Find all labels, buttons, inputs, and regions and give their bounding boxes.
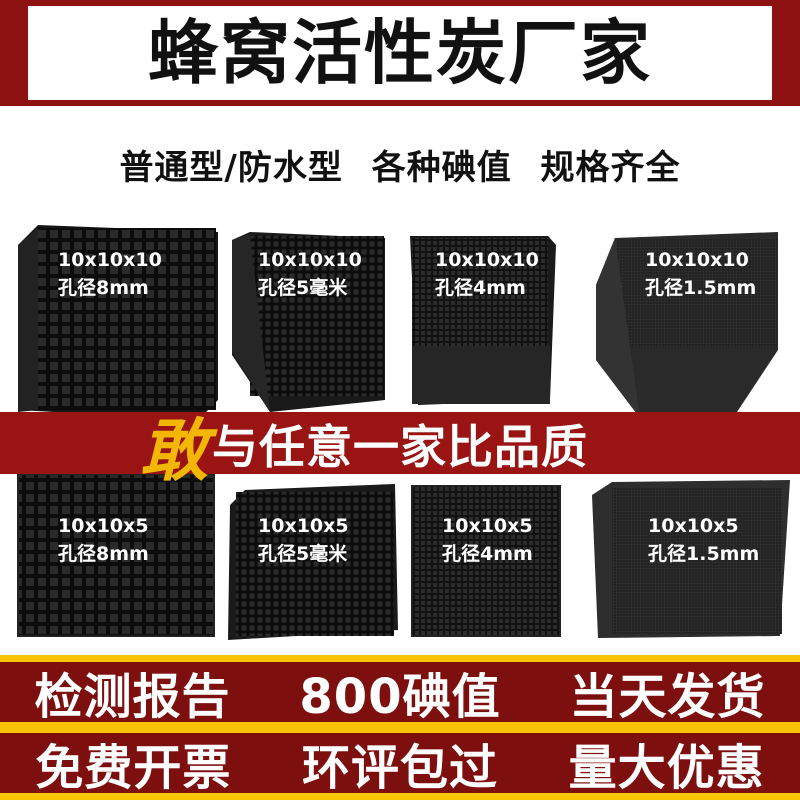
block-top-1 <box>18 225 218 420</box>
product-label-bottom-3: 10x10x5 孔径4mm <box>442 512 533 568</box>
footer-bulk-discount: 量大优惠 <box>568 740 765 796</box>
product-hole: 孔径1.5mm <box>648 543 760 565</box>
block-top-3 <box>410 236 556 405</box>
product-label-bottom-1: 10x10x5 孔径8mm <box>58 512 149 568</box>
product-size: 10x10x10 <box>258 249 362 271</box>
page-title: 蜂窝活性炭厂家 <box>148 12 652 94</box>
block-bottom-1 <box>17 473 215 637</box>
slogan-text: 与任意一家比品质 <box>212 420 589 474</box>
footer-iodine-value: 800碘值 <box>299 669 501 725</box>
product-label-top-1: 10x10x10 孔径8mm <box>58 246 162 302</box>
product-hole: 孔径1.5mm <box>645 277 757 299</box>
product-size: 10x10x10 <box>58 249 162 271</box>
subtitle-spec: 规格齐全 <box>540 148 681 188</box>
product-label-top-3: 10x10x10 孔径4mm <box>435 246 539 302</box>
block-bottom-3 <box>411 485 561 637</box>
header-title-box: 蜂窝活性炭厂家 <box>28 6 772 100</box>
product-size: 10x10x10 <box>645 249 749 271</box>
product-hole: 孔径5毫米 <box>258 543 348 565</box>
product-hole: 孔径8mm <box>58 543 149 565</box>
slogan-band <box>0 412 800 474</box>
slogan-emphasis: 敢 <box>140 411 209 491</box>
product-hole: 孔径5毫米 <box>258 277 348 299</box>
product-label-top-2: 10x10x10 孔径5毫米 <box>258 246 362 302</box>
product-hole: 孔径4mm <box>435 277 526 299</box>
block-bottom-2 <box>228 484 398 640</box>
product-size: 10x10x5 <box>648 515 739 537</box>
footer-row-2: 免费开票 环评包过 量大优惠 <box>0 733 800 796</box>
slogan: 敢 与任意一家比品质 <box>140 404 589 491</box>
subtitle: 普通型/防水型 各种碘值 规格齐全 <box>0 140 800 189</box>
footer-row-1: 检测报告 800碘值 当天发货 <box>0 662 800 725</box>
product-size: 10x10x5 <box>258 515 349 537</box>
footer-test-report: 检测报告 <box>34 669 231 725</box>
block-bottom-4 <box>592 480 790 638</box>
product-size: 10x10x10 <box>435 249 539 271</box>
product-label-bottom-4: 10x10x5 孔径1.5mm <box>648 512 759 568</box>
subtitle-iodine: 各种碘值 <box>371 148 512 188</box>
product-size: 10x10x5 <box>58 515 149 537</box>
footer-same-day-shipping: 当天发货 <box>569 669 766 725</box>
footer-free-invoice: 免费开票 <box>35 740 232 796</box>
block-top-2 <box>232 232 385 412</box>
product-label-top-4: 10x10x10 孔径1.5mm <box>645 246 756 302</box>
subtitle-type: 普通型/防水型 <box>119 148 343 188</box>
product-hole: 孔径8mm <box>58 277 149 299</box>
product-hole: 孔径4mm <box>442 543 533 565</box>
footer-eia-pass: 环评包过 <box>301 740 498 796</box>
product-label-bottom-2: 10x10x5 孔径5毫米 <box>258 512 349 568</box>
block-top-4 <box>596 232 778 418</box>
product-size: 10x10x5 <box>442 515 533 537</box>
